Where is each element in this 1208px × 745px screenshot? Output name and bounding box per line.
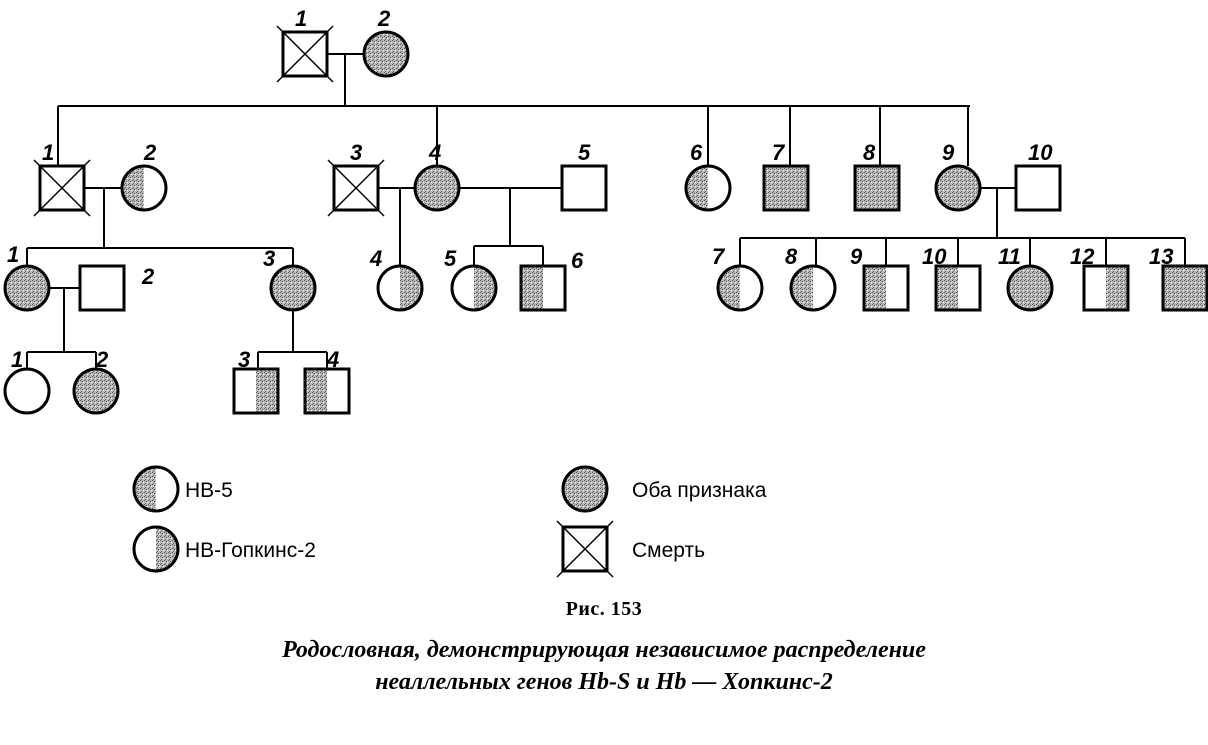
individual-number: 3	[238, 347, 250, 372]
individual-number: 9	[850, 244, 863, 269]
individual-IV-3: 3	[232, 347, 280, 415]
shading-left	[134, 467, 156, 511]
individual-II-3: 3	[327, 140, 385, 217]
individual-II-10: 10	[1014, 140, 1062, 212]
figure-title-line-2: неаллельных генов Hb-S и Hb — Хопкинс-2	[375, 669, 833, 695]
legend-item-1: НВ-Гопкинс-2	[132, 525, 316, 573]
individual-number: 10	[922, 244, 947, 269]
figure-title-line-1: Родословная, демонстрирующая независимое…	[282, 637, 926, 663]
legend-label: НВ-Гопкинс-2	[185, 539, 316, 562]
shading-left	[521, 266, 543, 310]
deceased-mark	[556, 520, 614, 578]
deceased-mark	[276, 25, 334, 83]
individual-number: 3	[263, 246, 275, 271]
individual-I-1: 1	[276, 6, 334, 83]
individual-IV-1: 1	[3, 347, 51, 415]
shading-full	[764, 166, 808, 210]
shading-left	[791, 266, 813, 310]
individual-III-9: 9	[850, 244, 910, 312]
individual-III-10: 10	[922, 244, 982, 312]
shading-full	[855, 166, 899, 210]
individual-II-8: 8	[853, 140, 901, 212]
individual-number: 8	[785, 244, 798, 269]
individual-number: 5	[444, 246, 457, 271]
individual-number: 6	[571, 248, 584, 273]
individual-number: 2	[143, 140, 157, 165]
individual-II-6: 6	[684, 140, 732, 212]
shading-left	[936, 266, 958, 310]
individual-number: 4	[428, 140, 441, 165]
individual-II-2: 2	[120, 140, 168, 212]
shading-left	[122, 166, 144, 210]
shading-left	[718, 266, 740, 310]
individual-II-7: 7	[762, 140, 810, 212]
individual-number: 13	[1149, 244, 1173, 269]
individual-III-5: 5	[444, 246, 498, 312]
shading-left	[305, 369, 327, 413]
individual-number: 9	[942, 140, 955, 165]
shading-full	[1163, 266, 1207, 310]
individual-II-9: 9	[934, 140, 982, 212]
individual-number: 10	[1028, 140, 1053, 165]
legend-label: Смерть	[632, 539, 705, 562]
individual-number: 1	[7, 242, 19, 267]
individual-number: 1	[295, 6, 307, 31]
individual-III-13: 13	[1149, 244, 1208, 312]
individual-number: 6	[690, 140, 703, 165]
shading-right	[256, 369, 278, 413]
individual-number: 5	[578, 140, 591, 165]
individual-III-6: 6	[519, 248, 584, 312]
shading-right	[156, 527, 178, 571]
legend-item-2: Оба признака	[561, 465, 767, 513]
pedigree-lines	[26, 53, 1186, 369]
individual-number: 4	[369, 246, 382, 271]
individual-III-4: 4	[369, 246, 424, 312]
individual-IV-2: 2	[72, 347, 120, 415]
individual-number: 8	[863, 140, 876, 165]
legend-item-0: НВ-5	[132, 465, 233, 513]
individual-number: 7	[712, 244, 726, 269]
individual-III-1: 1	[3, 242, 51, 312]
individual-II-4: 4	[413, 140, 461, 212]
individual-III-12: 12	[1070, 244, 1130, 312]
individual-IV-4: 4	[303, 347, 351, 415]
individual-number: 2	[141, 264, 155, 289]
shading-right	[400, 266, 422, 310]
individual-number: 7	[772, 140, 786, 165]
individual-II-1: 1	[33, 140, 91, 217]
shading-left	[686, 166, 708, 210]
individual-III-7: 7	[712, 244, 764, 312]
individual-number: 1	[11, 347, 23, 372]
shading-right	[474, 266, 496, 310]
individual-III-3: 3	[263, 246, 317, 312]
deceased-mark	[33, 159, 91, 217]
individual-number: 2	[377, 6, 391, 31]
legend-label: НВ-5	[185, 479, 233, 502]
figure-title: Родословная, демонстрирующая независимое…	[0, 634, 1208, 698]
legend-label: Оба признака	[632, 479, 767, 502]
deceased-mark	[327, 159, 385, 217]
individual-number: 11	[998, 244, 1021, 269]
individual-III-8: 8	[785, 244, 837, 312]
individual-number: 12	[1070, 244, 1095, 269]
individual-III-2: 2	[78, 264, 155, 312]
individual-number: 4	[326, 347, 339, 372]
individual-I-2: 2	[362, 6, 410, 78]
shading-left	[864, 266, 886, 310]
figure-label: Рис. 153	[565, 598, 643, 620]
individual-II-5: 5	[560, 140, 608, 212]
shading-right	[1106, 266, 1128, 310]
legend-item-3: Смерть	[556, 520, 705, 578]
individual-III-11: 11	[998, 244, 1054, 312]
individual-number: 3	[350, 140, 362, 165]
individual-number: 2	[95, 347, 109, 372]
individual-number: 1	[42, 140, 54, 165]
